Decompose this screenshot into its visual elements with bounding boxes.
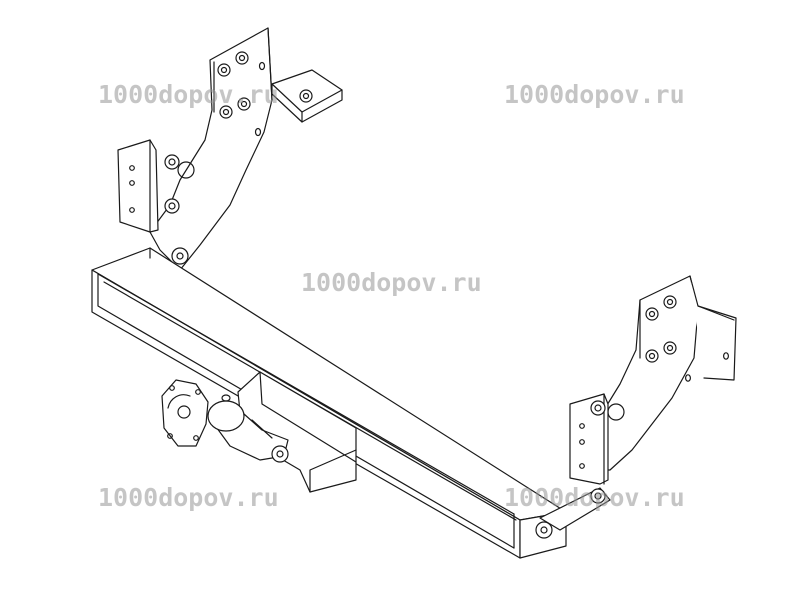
- nut-left-side-1: [164, 154, 180, 170]
- tow-ball: [207, 394, 289, 461]
- ball-mount-bracket: [237, 371, 357, 493]
- nut-right-upper-1: [645, 307, 659, 321]
- nut-left-upper-4: [237, 97, 251, 111]
- nut-right-side-1: [590, 400, 606, 416]
- nut-ball-mount: [271, 445, 289, 463]
- nut-left-lower: [171, 247, 189, 265]
- nut-right-upper-4: [663, 341, 677, 355]
- nut-left-upper-2: [235, 51, 249, 65]
- nut-left-upper-3: [219, 105, 233, 119]
- left-upper-bracket: [149, 27, 273, 271]
- nut-left-side-2: [164, 198, 180, 214]
- left-side-mount-plate: [117, 139, 195, 233]
- nut-right-upper-2: [663, 295, 677, 309]
- right-side-mount-plate: [569, 393, 609, 485]
- nut-right-side-2: [590, 488, 606, 504]
- nut-tab: [299, 89, 313, 103]
- right-bracket: [589, 275, 737, 471]
- nut-left-upper-1: [217, 63, 231, 77]
- socket-plate: [161, 379, 209, 447]
- nut-right-upper-3: [645, 349, 659, 363]
- nuts: [164, 51, 677, 539]
- nut-beam-end: [535, 521, 553, 539]
